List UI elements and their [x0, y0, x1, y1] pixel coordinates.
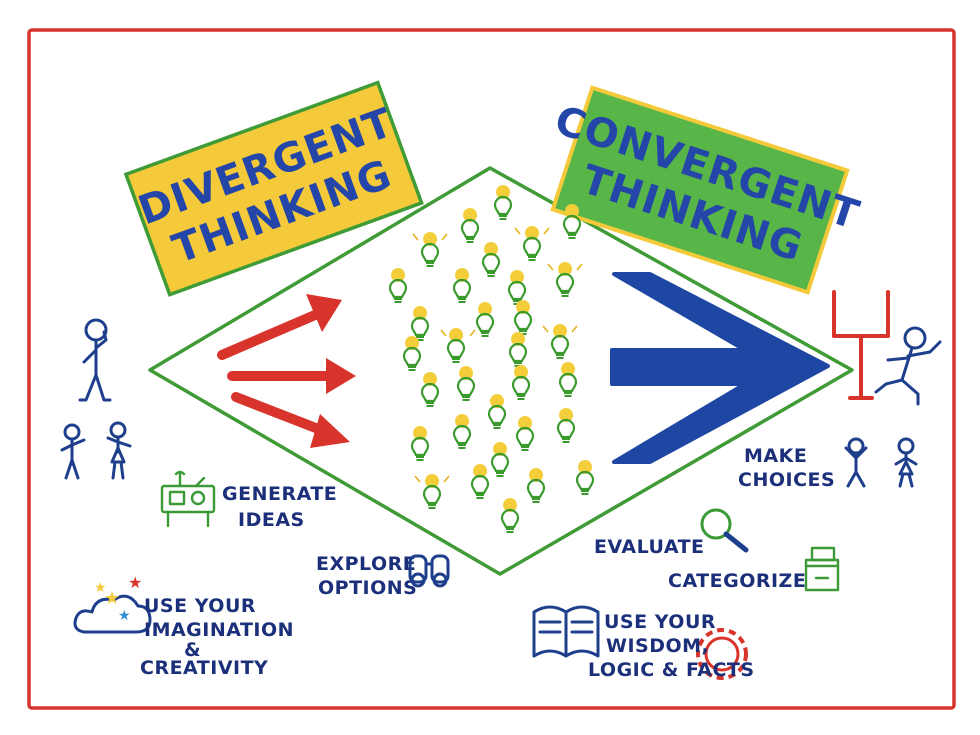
- magnifier-icon: [700, 508, 749, 553]
- lightbulb-icon: [508, 330, 528, 368]
- celebrating-people-figures: [844, 437, 918, 488]
- lightbulb-icon: [493, 183, 513, 221]
- lightbulb-icon: [487, 392, 507, 430]
- make-choices-label-line2: CHOICES: [738, 469, 835, 491]
- explore-options-label-line1: EXPLORE: [316, 553, 416, 575]
- idea-bulbs: [388, 183, 595, 534]
- lightbulb-icon: [526, 466, 546, 504]
- lightbulb-icon: [481, 240, 501, 278]
- imagination-label-line1: USE YOUR: [144, 595, 256, 617]
- goalpost-icon: [832, 290, 890, 400]
- gear-icon: [696, 628, 748, 680]
- divergent-title-box: DIVERGENT THINKING: [123, 80, 424, 297]
- wisdom-label-line3: LOGIC & FACTS: [588, 659, 755, 681]
- process-diamond: [148, 166, 854, 576]
- lightbulb-icon: [515, 414, 535, 452]
- lightbulb-icon: [575, 458, 595, 496]
- evaluate-label: EVALUATE: [594, 536, 705, 558]
- imagination-label-line3: &: [184, 639, 201, 661]
- lightbulb-icon: [507, 268, 527, 306]
- lightbulb-icon: [446, 326, 466, 364]
- wisdom-label-line1: USE YOUR: [604, 611, 716, 633]
- lightbulb-icon: [456, 364, 476, 402]
- idea-machine-icon: [160, 470, 216, 528]
- cloud-stars-icon: ★ ★ ★ ★: [73, 573, 152, 634]
- lightbulb-icon: [410, 304, 430, 342]
- lightbulb-icon: [558, 360, 578, 398]
- lightbulb-icon: [511, 363, 531, 401]
- lightbulb-icon: [500, 496, 520, 534]
- divergent-arrows: [217, 294, 356, 448]
- make-choices-label-line1: MAKE: [744, 445, 807, 467]
- lightbulb-icon: [388, 266, 408, 304]
- lightbulb-icon: [470, 462, 490, 500]
- lightbulb-icon: [422, 472, 442, 510]
- lightbulb-icon: [550, 322, 570, 360]
- generate-ideas-label-line1: GENERATE: [222, 483, 337, 505]
- lightbulb-icon: [556, 406, 576, 444]
- frame-border: [27, 28, 956, 710]
- svg-text:★: ★: [104, 588, 120, 609]
- red-arrow-up: [217, 307, 327, 360]
- lightbulb-icon: [452, 412, 472, 450]
- lightbulb-icon: [490, 440, 510, 478]
- lightbulb-icon: [513, 298, 533, 336]
- convergent-title-box: CONVERGENT THINKING: [549, 85, 865, 295]
- svg-text:★: ★: [94, 580, 107, 596]
- thinking-person-figure: [78, 318, 112, 402]
- imagination-label-line4: CREATIVITY: [140, 657, 268, 679]
- file-drawer-icon: [804, 546, 840, 592]
- lightbulb-icon: [420, 370, 440, 408]
- running-person-figure: [874, 326, 942, 406]
- lightbulb-icon: [402, 334, 422, 372]
- svg-text:★: ★: [118, 608, 131, 624]
- svg-text:★: ★: [128, 573, 142, 592]
- lightbulb-icon: [420, 230, 440, 268]
- lightbulb-icon: [452, 266, 472, 304]
- lightbulb-icon: [522, 224, 542, 262]
- generate-ideas-label-line2: IDEAS: [238, 509, 305, 531]
- imagination-label-line2: IMAGINATION: [144, 619, 294, 641]
- red-arrow-down: [231, 392, 331, 437]
- convergent-arrow: [610, 272, 830, 464]
- binoculars-icon: [408, 554, 450, 588]
- lightbulb-icon: [410, 424, 430, 462]
- book-icon: [532, 605, 600, 658]
- categorize-label: CATEGORIZE: [668, 570, 806, 592]
- lightbulb-icon: [460, 206, 480, 244]
- lightbulb-icon: [562, 202, 582, 240]
- talking-people-figures: [60, 421, 132, 480]
- lightbulb-icon: [555, 260, 575, 298]
- lightbulb-icon: [475, 300, 495, 338]
- wisdom-label-line2: WISDOM,: [606, 635, 709, 657]
- explore-options-label-line2: OPTIONS: [318, 577, 417, 599]
